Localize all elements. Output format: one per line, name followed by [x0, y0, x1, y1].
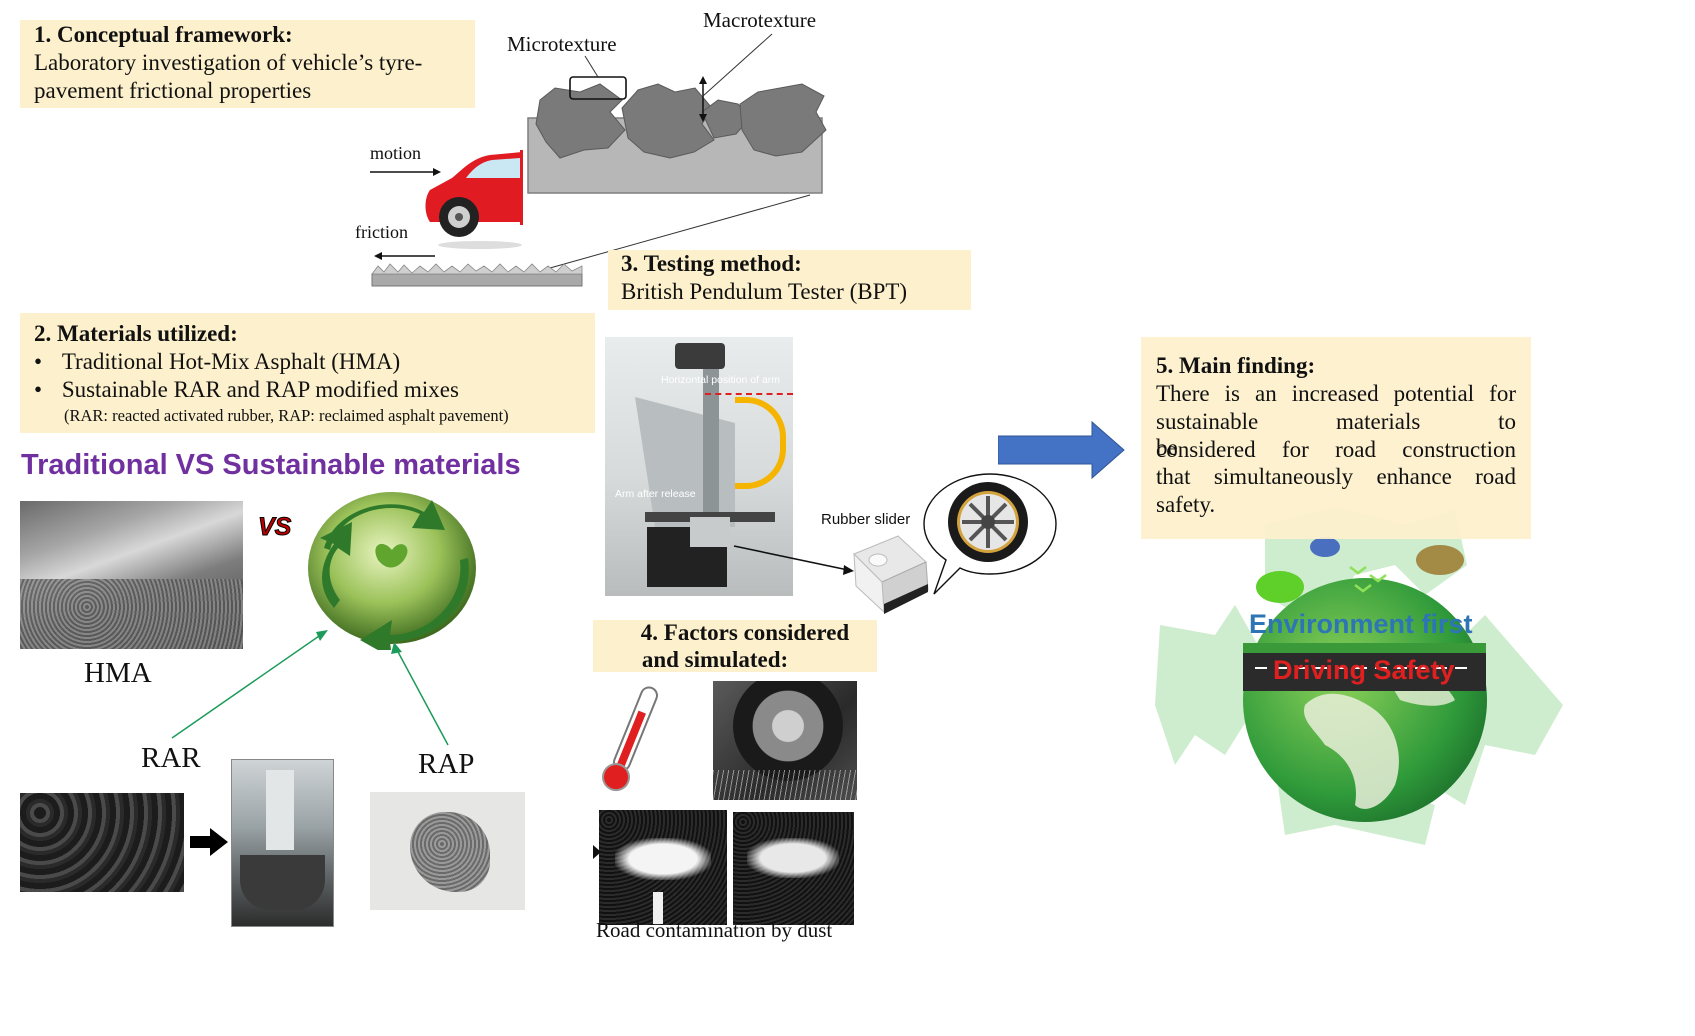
materials-title: 2. Materials utilized: — [34, 321, 238, 346]
bpt-photo — [605, 337, 793, 596]
hma-label: HMA — [84, 657, 152, 689]
motion-label: motion — [370, 143, 422, 163]
conceptual-framework-title: 1. Conceptual framework: — [34, 22, 293, 47]
friction-label: friction — [355, 222, 408, 242]
materials-bullet-1-text: Traditional Hot-Mix Asphalt (HMA) — [61, 349, 401, 374]
testing-method-text: British Pendulum Tester (BPT) — [621, 279, 908, 304]
rap-label: RAP — [418, 748, 475, 780]
microtexture-label: Microtexture — [507, 32, 617, 56]
bullet-marker: • — [34, 377, 43, 402]
main-finding-line1: There is an increased potential for — [1156, 381, 1516, 406]
testing-method-title: 3. Testing method: — [621, 251, 802, 276]
materials-bullet-1: • Traditional Hot-Mix Asphalt (HMA) — [34, 349, 400, 375]
rubber-slider-icon — [853, 535, 929, 614]
driving-safety-label: Driving Safety — [1273, 655, 1455, 685]
play-marker-icon — [593, 845, 601, 859]
process-arrow-icon — [190, 828, 228, 856]
result-arrow-icon — [998, 420, 1125, 480]
recycle-globe-icon — [308, 492, 476, 650]
tyres-photo — [20, 793, 184, 892]
main-finding-line2: sustainable materials to be — [1156, 409, 1516, 460]
macrotexture-label: Macrotexture — [703, 8, 817, 32]
conceptual-framework-line2: pavement frictional properties — [34, 78, 312, 103]
factors-box — [593, 620, 877, 672]
materials-box — [20, 313, 595, 433]
bpt-label-horizontal: Horizontal position of arm — [661, 374, 781, 386]
materials-bullet-2: • Sustainable RAR and RAP modified mixes — [34, 377, 459, 403]
wet-tyre-photo — [713, 681, 857, 800]
bpt-label-release: Arm after release — [615, 488, 696, 500]
hma-photo — [20, 501, 243, 649]
conceptual-framework-line1: Laboratory investigation of vehicle’s ty… — [34, 50, 423, 75]
main-finding-line5: safety. — [1156, 492, 1216, 517]
bullet-marker: • — [34, 349, 43, 374]
dust-photo-left — [599, 810, 727, 925]
main-finding-box — [1141, 337, 1531, 539]
rar-label: RAR — [141, 742, 201, 774]
materials-note: (RAR: reacted activated rubber, RAP: rec… — [64, 406, 509, 425]
slider-pointer — [733, 545, 854, 575]
comparison-heading: Traditional VS Sustainable materials — [21, 449, 521, 481]
testing-method-box — [608, 250, 971, 310]
rubber-slider-label: Rubber slider — [821, 511, 911, 528]
dust-photo-right — [733, 812, 854, 925]
connector-arrows — [171, 630, 449, 746]
dust-caption: Road contamination by dust — [596, 918, 833, 942]
materials-bullet-2-text: Sustainable RAR and RAP modified mixes — [61, 377, 459, 402]
environment-first-label: Environment first — [1249, 609, 1473, 639]
rap-photo — [370, 792, 525, 910]
main-finding-line4: that simultaneously enhance road — [1156, 464, 1516, 489]
factors-title-line2: and simulated: — [641, 647, 789, 672]
texture-diagram — [370, 33, 827, 287]
main-finding-title: 5. Main finding: — [1156, 353, 1316, 378]
eco-recycle-graphic — [1155, 507, 1563, 845]
tyre-speech-bubble — [923, 473, 1057, 595]
vs-label: VS — [257, 513, 292, 542]
main-finding-line3: considered for road construction — [1156, 437, 1516, 462]
factors-title-line1: 4. Factors considered — [640, 620, 850, 645]
conceptual-framework-box — [20, 20, 475, 108]
rar-mixing-photo — [231, 759, 334, 927]
thermometer-icon — [602, 686, 658, 792]
